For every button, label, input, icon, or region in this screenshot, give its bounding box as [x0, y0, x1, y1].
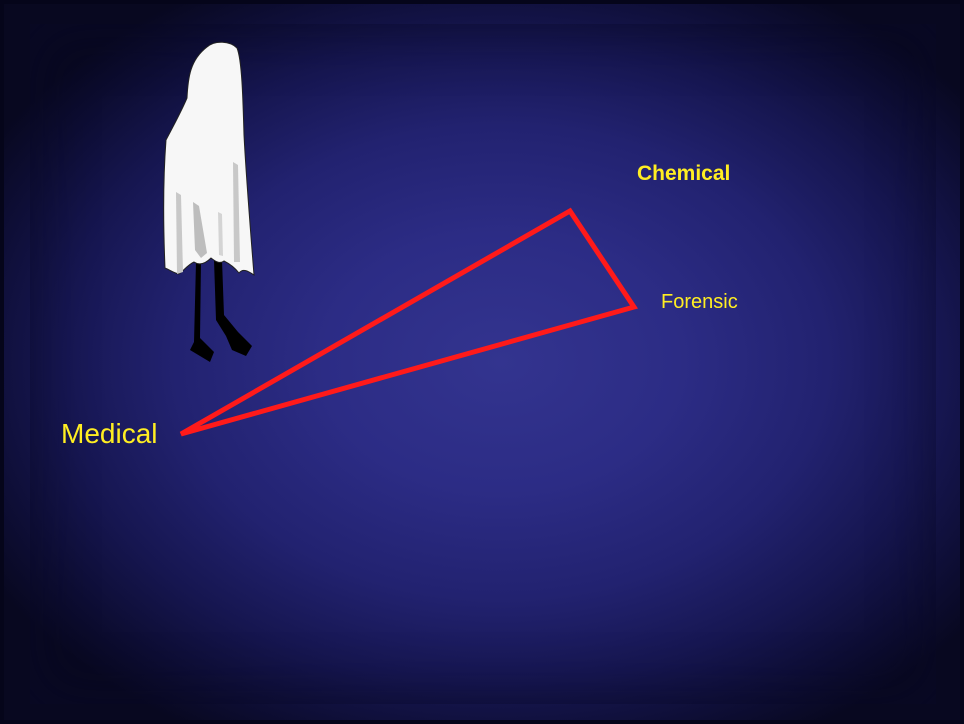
ghost-right-leg	[214, 260, 252, 356]
ghost-icon	[164, 42, 254, 362]
medical-label: Medical	[61, 418, 157, 450]
chemical-label: Chemical	[637, 162, 730, 186]
ghost-left-leg	[190, 262, 214, 362]
forensic-label: Forensic	[661, 291, 738, 314]
